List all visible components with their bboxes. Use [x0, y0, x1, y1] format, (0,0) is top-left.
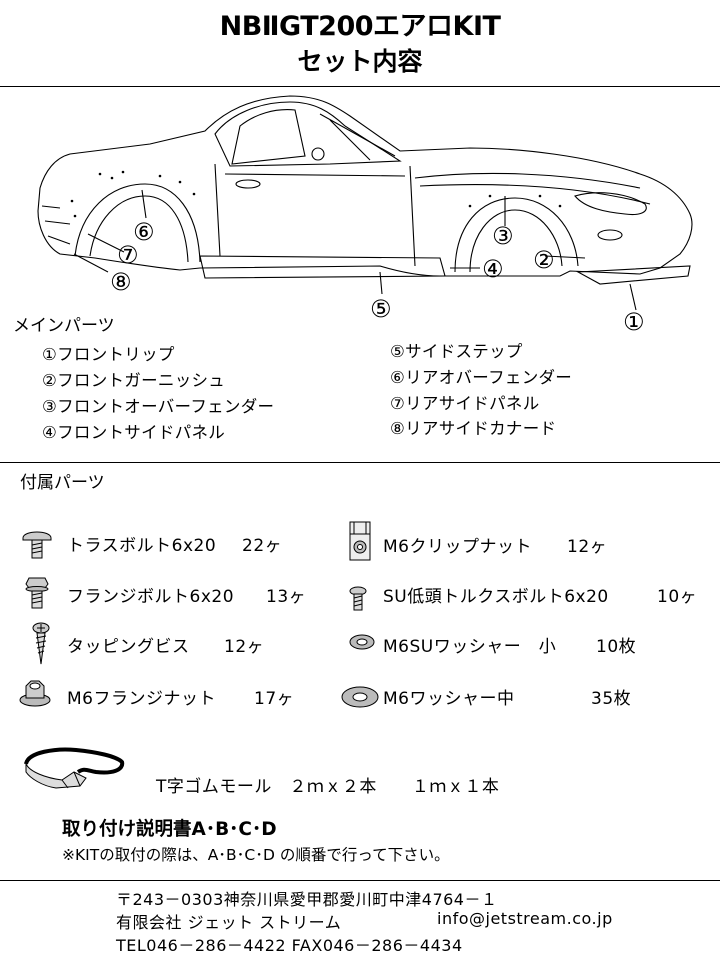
part-7: ⑦リアサイドパネル	[390, 394, 540, 413]
molding-label: T字ゴムモール ２ｍｘ２本 １ｍｘ１本	[156, 777, 500, 797]
accessory-1-qty: 22ヶ	[242, 536, 283, 556]
part-4: ④フロントサイドパネル	[42, 423, 226, 442]
part-2: ②フロントガーニッシュ	[42, 371, 226, 390]
accessory-3-name: フランジボルト6x20	[67, 587, 235, 607]
footer-company: 有限会社 ジェット ストリーム	[116, 913, 342, 932]
accessory-4-name: SU低頭トルクスボルト6x20	[383, 587, 609, 607]
fog-light	[597, 229, 623, 241]
accessory-7-qty: 17ヶ	[254, 689, 295, 709]
accessories-heading: 付属パーツ	[20, 473, 105, 493]
part-1: ①フロントリップ	[42, 345, 175, 364]
callout-5: ⑤	[370, 295, 392, 323]
accessory-5-name: タッピングビス	[67, 637, 190, 657]
mirror	[311, 147, 325, 161]
flange-nut-icon	[19, 680, 51, 707]
instructions-note: ※KITの取付の際は、A･B･C･D の順番で行って下さい。	[62, 846, 450, 864]
divider-top	[0, 86, 720, 87]
flange-bolt-icon	[25, 577, 49, 609]
side-step	[199, 255, 446, 279]
divider-bottom	[0, 880, 720, 881]
accessory-8-qty: 35枚	[591, 689, 632, 709]
front-lip	[576, 265, 691, 285]
tapping-screw-icon	[32, 622, 50, 665]
accessory-7-name: M6フランジナット	[67, 689, 216, 709]
footer-address: 〒243－0303神奈川県愛甲郡愛川町中津4764－１	[116, 890, 498, 909]
accessory-2-qty: 12ヶ	[567, 537, 608, 557]
rubber-molding-icon	[24, 747, 125, 789]
car-diagram	[37, 95, 693, 311]
callout-4: ④	[482, 255, 504, 283]
callout-3: ③	[492, 222, 514, 250]
accessory-6-name: M6SUワッシャー 小	[383, 637, 557, 657]
car-body-outline	[37, 95, 693, 277]
clip-nut-icon	[349, 521, 371, 561]
footer-phone: TEL046－286－4422 FAX046－286－4434	[116, 936, 463, 955]
accessory-6-qty: 10枚	[596, 637, 637, 657]
rear-wheel-arch	[74, 183, 201, 263]
accessory-5-qty: 12ヶ	[224, 637, 265, 657]
footer-email[interactable]: info@jetstream.co.jp	[437, 909, 613, 928]
callout-8: ⑧	[110, 268, 132, 296]
torx-bolt-icon	[349, 586, 367, 611]
medium-washer-icon	[341, 686, 379, 708]
car-window	[231, 109, 306, 165]
title-line-2: セット内容	[297, 47, 423, 76]
car-windshield	[319, 113, 396, 161]
callout-1: ①	[623, 308, 645, 336]
title-line-1: NBⅡGT200エアロKIT	[219, 11, 501, 42]
small-washer-icon	[349, 634, 375, 650]
part-8: ⑧リアサイドカナード	[390, 419, 557, 438]
accessory-3-qty: 13ヶ	[266, 587, 307, 607]
headlight	[574, 192, 647, 216]
car-door	[214, 163, 416, 267]
part-3: ③フロントオーバーフェンダー	[42, 397, 275, 416]
main-parts-heading: メインパーツ	[13, 316, 115, 336]
door-handle	[235, 179, 261, 189]
car-roof	[214, 101, 402, 167]
front-wheel-arch	[454, 197, 579, 273]
truss-bolt-icon	[22, 531, 52, 559]
accessory-4-qty: 10ヶ	[657, 587, 698, 607]
accessory-1-name: トラスボルト6x20	[67, 536, 217, 556]
accessory-2-name: M6クリップナット	[383, 537, 532, 557]
callout-7: ⑦	[117, 241, 139, 269]
divider-middle	[0, 462, 720, 463]
callout-6: ⑥	[133, 218, 155, 246]
instructions-heading: 取り付け説明書A･B･C･D	[62, 819, 277, 840]
accessory-8-name: M6ワッシャー中	[383, 689, 515, 709]
part-6: ⑥リアオバーフェンダー	[390, 368, 573, 387]
callout-2: ②	[533, 246, 555, 274]
part-5: ⑤サイドステップ	[390, 342, 523, 361]
